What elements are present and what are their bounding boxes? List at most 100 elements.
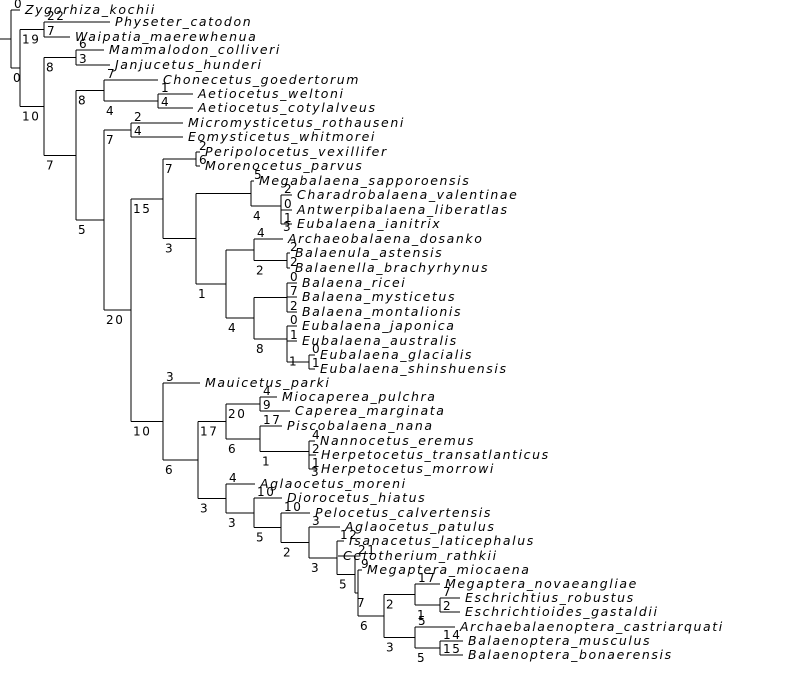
taxon-label: Megaptera_novaeangliae xyxy=(445,576,638,591)
internal-branch-value: 4 xyxy=(106,104,115,118)
tip-branch-value: 2 xyxy=(290,299,299,313)
tip-branch-value: 2 xyxy=(284,182,293,196)
taxon-label: Waipatia_maerewhenua xyxy=(75,29,257,44)
taxon-label: Antwerpibalaena_liberatlas xyxy=(296,202,509,217)
tip-branch-value: 4 xyxy=(312,428,321,442)
taxon-label: Archaeobalaena_dosanko xyxy=(287,231,484,246)
tip-branch-value: 3 xyxy=(79,52,88,66)
internal-branch-values: 0191087845720157343124811061720613335235… xyxy=(13,33,426,666)
internal-branch-value: 2 xyxy=(283,545,292,559)
taxon-label: Aetiocetus_cotylalveus xyxy=(197,100,377,115)
internal-branch-value: 8 xyxy=(78,94,87,108)
tip-branch-value: 1 xyxy=(312,356,321,370)
taxon-label: Megabalaena_sapporoensis xyxy=(259,173,470,188)
internal-branch-value: 8 xyxy=(46,61,55,75)
taxon-label: Aglaocetus_patulus xyxy=(344,519,496,534)
internal-branch-value: 19 xyxy=(22,33,40,47)
internal-branch-value: 10 xyxy=(133,424,151,438)
tip-branch-value: 6 xyxy=(79,37,88,51)
internal-branch-value: 20 xyxy=(228,407,246,421)
taxon-label: Nannocetus_eremus xyxy=(320,433,475,448)
taxon-label: Piscobalaena_nana xyxy=(287,418,434,433)
internal-branch-value: 8 xyxy=(256,342,265,356)
tip-branch-value: 2 xyxy=(290,255,299,269)
internal-branch-value: 7 xyxy=(46,158,55,172)
taxon-label: Eubalaena_australis xyxy=(302,333,458,348)
internal-branch-value: 3 xyxy=(200,501,209,515)
tip-branch-value: 15 xyxy=(443,642,461,656)
tip-branch-value: 3 xyxy=(166,370,175,384)
taxon-label: Eubalaena_japonica xyxy=(302,318,456,333)
tip-branch-value: 7 xyxy=(290,284,299,298)
internal-branch-value: 10 xyxy=(22,109,40,123)
tip-branch-value: 21 xyxy=(358,543,376,557)
tip-branch-value: 2 xyxy=(312,442,321,456)
tip-branch-value: 2 xyxy=(290,240,299,254)
internal-branch-value: 6 xyxy=(165,463,174,477)
taxon-label: Balaenella_brachyrhynus xyxy=(295,260,489,275)
tip-branch-value: 1 xyxy=(284,211,293,225)
tip-branch-value: 1 xyxy=(312,456,321,470)
internal-branch-value: 2 xyxy=(386,598,395,612)
taxon-label: Aglaocetus_moreni xyxy=(259,476,407,491)
tip-branch-value: 5 xyxy=(254,168,263,182)
tip-branch-value: 6 xyxy=(199,153,208,167)
taxon-label: Balaena_ricei xyxy=(302,275,406,290)
tip-branch-value: 10 xyxy=(284,500,302,514)
internal-branch-value: 6 xyxy=(228,442,237,456)
tip-branch-value: 7 xyxy=(107,67,116,81)
tip-branch-value: 4 xyxy=(229,471,238,485)
internal-branch-value: 3 xyxy=(311,561,320,575)
internal-branch-value: 3 xyxy=(311,465,320,479)
tip-branch-value: 2 xyxy=(134,110,143,124)
taxon-label: Balaenoptera_musculus xyxy=(468,633,651,648)
internal-branch-value: 15 xyxy=(133,202,151,216)
internal-branch-value: 5 xyxy=(256,531,265,545)
tip-branch-value: 0 xyxy=(312,342,321,356)
internal-branch-value: 5 xyxy=(78,223,87,237)
tip-branch-value: 0 xyxy=(284,197,293,211)
tip-branch-value: 3 xyxy=(312,514,321,528)
taxon-label: Pelocetus_calvertensis xyxy=(315,505,492,520)
taxon-label: Diorocetus_hiatus xyxy=(287,490,426,505)
tip-branch-value: 22 xyxy=(47,9,65,23)
taxon-label: Archaebalaenoptera_castriarquati xyxy=(459,619,724,634)
tip-branch-value: 12 xyxy=(340,528,358,542)
internal-branch-value: 0 xyxy=(13,71,22,85)
tip-branch-value: 1 xyxy=(161,81,170,95)
internal-branch-value: 4 xyxy=(228,321,237,335)
taxon-label: Micromysticetus_rothauseni xyxy=(188,115,405,130)
taxon-label: Isanacetus_laticephalus xyxy=(349,533,535,548)
internal-branch-value: 7 xyxy=(106,133,115,147)
taxon-label: Miocaperea_pulchra xyxy=(282,389,437,404)
taxon-label: Morenocetus_parvus xyxy=(205,158,363,173)
internal-branch-value: 4 xyxy=(253,209,262,223)
internal-branch-value: 5 xyxy=(339,578,348,592)
taxon-label: Herpetocetus_morrowi xyxy=(321,461,495,476)
taxon-label: Eschrichtioides_gastaldii xyxy=(465,604,659,619)
tip-branch-value: 4 xyxy=(263,384,272,398)
tip-branch-value: 5 xyxy=(418,614,427,628)
tip-branch-value: 4 xyxy=(257,226,266,240)
taxon-label: Caperea_marginata xyxy=(295,403,445,418)
taxon-label: Aetiocetus_weltoni xyxy=(197,86,345,101)
taxon-label: Eubalaena_ianitrix xyxy=(297,216,441,231)
taxon-label: Eschrichtius_robustus xyxy=(465,590,635,605)
taxon-label: Cetotherium_rathkii xyxy=(343,548,498,563)
tip-branch-value: 7 xyxy=(443,585,452,599)
internal-branch-value: 3 xyxy=(283,220,292,234)
tip-branch-value: 9 xyxy=(263,398,272,412)
tip-branch-value: 17 xyxy=(418,571,436,585)
internal-branch-value: 3 xyxy=(228,516,237,530)
internal-branch-value: 5 xyxy=(417,651,426,665)
taxon-label: Mammalodon_colliveri xyxy=(109,42,281,57)
taxon-label: Eubalaena_glacialis xyxy=(320,347,473,362)
internal-branch-value: 1 xyxy=(198,287,207,301)
tip-branch-value: 4 xyxy=(134,124,143,138)
taxon-label: Eomysticetus_whitmorei xyxy=(188,129,376,144)
internal-branch-value: 3 xyxy=(165,242,174,256)
internal-branch-value: 1 xyxy=(417,608,426,622)
internal-branch-value: 7 xyxy=(165,162,174,176)
taxon-label: Physeter_catodon xyxy=(115,14,252,29)
